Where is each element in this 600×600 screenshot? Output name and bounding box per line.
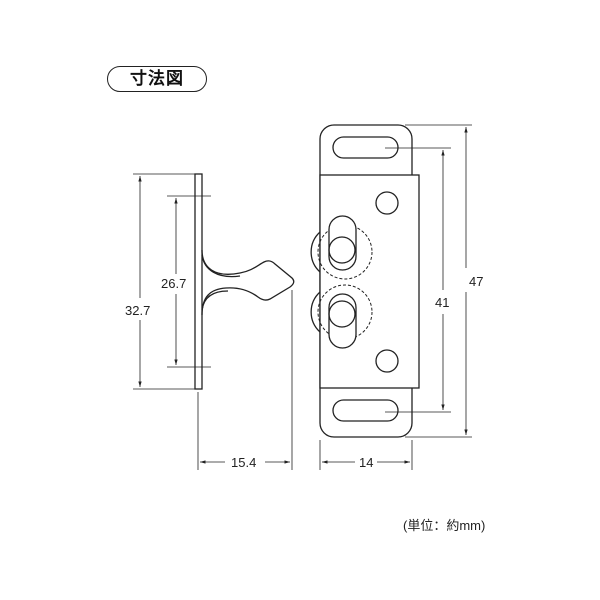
dimension-lines-left bbox=[133, 173, 293, 470]
catch-plate-side-view bbox=[194, 173, 295, 390]
title-badge: 寸法図 bbox=[107, 66, 207, 92]
roller-catch-front-view bbox=[310, 124, 420, 438]
dim-body-width: 14 bbox=[359, 455, 374, 470]
dimension-lines-right bbox=[319, 124, 472, 470]
dim-clip-depth: 15.4 bbox=[231, 455, 257, 470]
dim-body-height: 47 bbox=[469, 274, 484, 289]
unit-note: (単位：約mm) bbox=[403, 518, 486, 533]
dim-clip-hole-pitch: 26.7 bbox=[161, 276, 187, 291]
dim-body-hole-pitch: 41 bbox=[435, 295, 450, 310]
dim-clip-height: 32.7 bbox=[125, 303, 151, 318]
